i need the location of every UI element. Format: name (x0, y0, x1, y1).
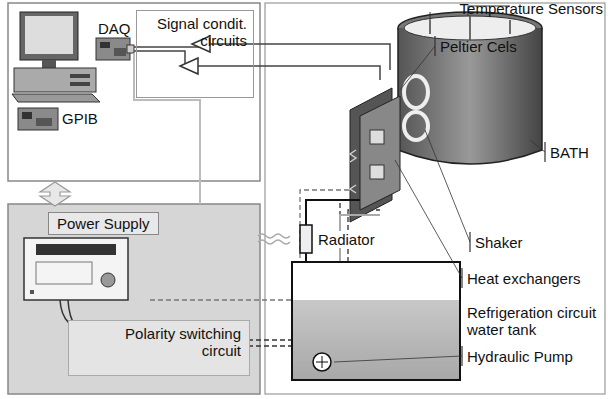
part-label: Peltier Cels (440, 38, 517, 55)
part-label: DAQ (98, 20, 131, 37)
circuit-box: Polarity switching circuit (68, 320, 250, 376)
part-label: Heat exchangers (467, 270, 580, 287)
part-label: BATH (550, 144, 589, 161)
box-label: Signal condit. circuits (143, 15, 247, 49)
panel-heading: Power Supply (48, 212, 159, 235)
part-label: Radiator (316, 231, 377, 248)
part-label: Hydraulic Pump (467, 348, 573, 365)
panel: Power SupplyPolarity switching circuit (8, 204, 260, 394)
part-label: Shaker (475, 234, 523, 251)
box-label: Polarity switching circuit (91, 325, 241, 359)
part-label: Temperature Sensors (460, 0, 603, 17)
part-label: GPIB (62, 110, 98, 127)
circuit-box: Signal condit. circuits (136, 10, 254, 98)
part-label: Refrigeration circuit water tank (467, 304, 599, 338)
